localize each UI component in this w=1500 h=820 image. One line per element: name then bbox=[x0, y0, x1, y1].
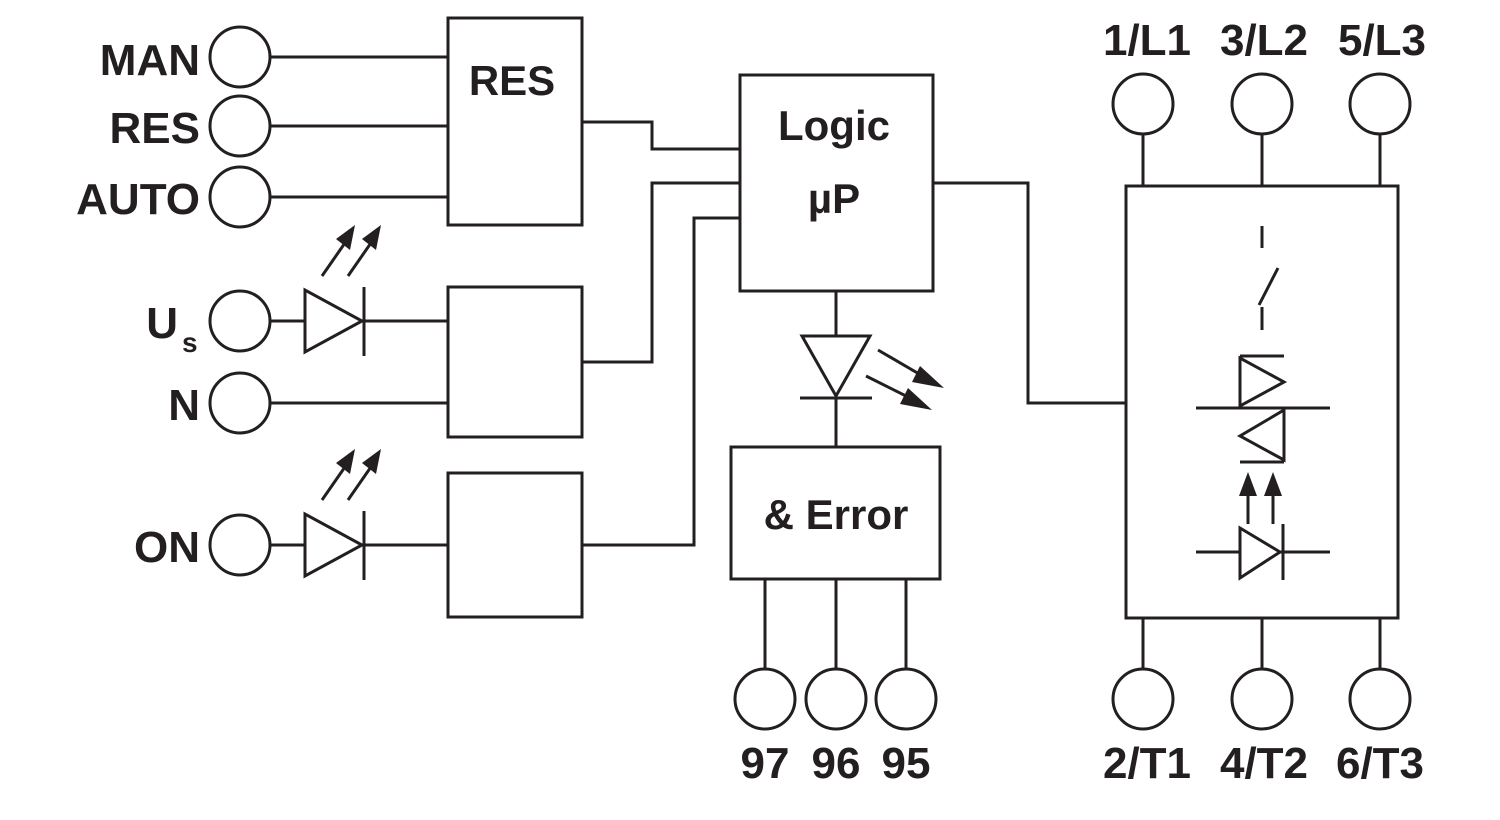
label-1-l1: 1/L1 bbox=[1103, 16, 1191, 65]
wire-supply-to-logic bbox=[582, 181, 740, 364]
wire-on-to-logic bbox=[582, 216, 740, 547]
terminal-res bbox=[208, 94, 272, 158]
label-4-t2: 4/T2 bbox=[1220, 739, 1308, 788]
error-block-label: & Error bbox=[764, 491, 909, 538]
terminal-1-l1 bbox=[1111, 72, 1175, 136]
terminal-us bbox=[208, 289, 272, 353]
label-97: 97 bbox=[741, 739, 790, 788]
label-95: 95 bbox=[882, 739, 931, 788]
terminal-5-l3 bbox=[1348, 72, 1412, 136]
label-3-l2: 3/L2 bbox=[1220, 16, 1308, 65]
logic-block bbox=[738, 73, 935, 293]
us-led-icon bbox=[303, 225, 381, 356]
on-block bbox=[446, 471, 584, 619]
terminal-on bbox=[208, 513, 272, 577]
terminal-96 bbox=[804, 667, 868, 731]
label-5-l3: 5/L3 bbox=[1338, 16, 1426, 65]
res-block-label: RES bbox=[469, 57, 555, 104]
wire-res-to-logic bbox=[582, 120, 740, 151]
terminal-95 bbox=[874, 667, 938, 731]
error-block bbox=[729, 445, 942, 581]
photodiode-icon bbox=[1196, 524, 1330, 581]
label-us-subscript: s bbox=[182, 327, 198, 358]
terminal-3-l2 bbox=[1230, 72, 1294, 136]
wire-logic-to-power bbox=[933, 181, 1126, 405]
label-n: N bbox=[168, 381, 200, 430]
terminal-6-t3 bbox=[1348, 667, 1412, 731]
label-2-t1: 2/T1 bbox=[1103, 739, 1191, 788]
terminal-n bbox=[208, 371, 272, 435]
terminal-97 bbox=[733, 667, 797, 731]
supply-block bbox=[446, 285, 584, 439]
res-block bbox=[446, 16, 584, 227]
logic-label: Logic bbox=[778, 102, 890, 149]
on-led-icon bbox=[303, 449, 381, 580]
label-man: MAN bbox=[100, 36, 200, 85]
terminal-4-t2 bbox=[1230, 667, 1294, 731]
terminal-auto bbox=[208, 165, 272, 229]
optocoupler-arrows-icon bbox=[1239, 472, 1282, 524]
switch-icon bbox=[1257, 226, 1280, 330]
terminal-2-t1 bbox=[1111, 667, 1175, 731]
label-on: ON bbox=[134, 523, 200, 572]
label-res: RES bbox=[110, 104, 200, 153]
logic-up-label: µP bbox=[808, 175, 860, 222]
terminal-man bbox=[208, 25, 272, 89]
label-auto: AUTO bbox=[76, 175, 200, 224]
triac-icon bbox=[1196, 354, 1330, 464]
label-6-t3: 6/T3 bbox=[1336, 739, 1424, 788]
label-96: 96 bbox=[812, 739, 861, 788]
label-us: U bbox=[146, 299, 178, 348]
error-led-icon bbox=[799, 334, 944, 410]
